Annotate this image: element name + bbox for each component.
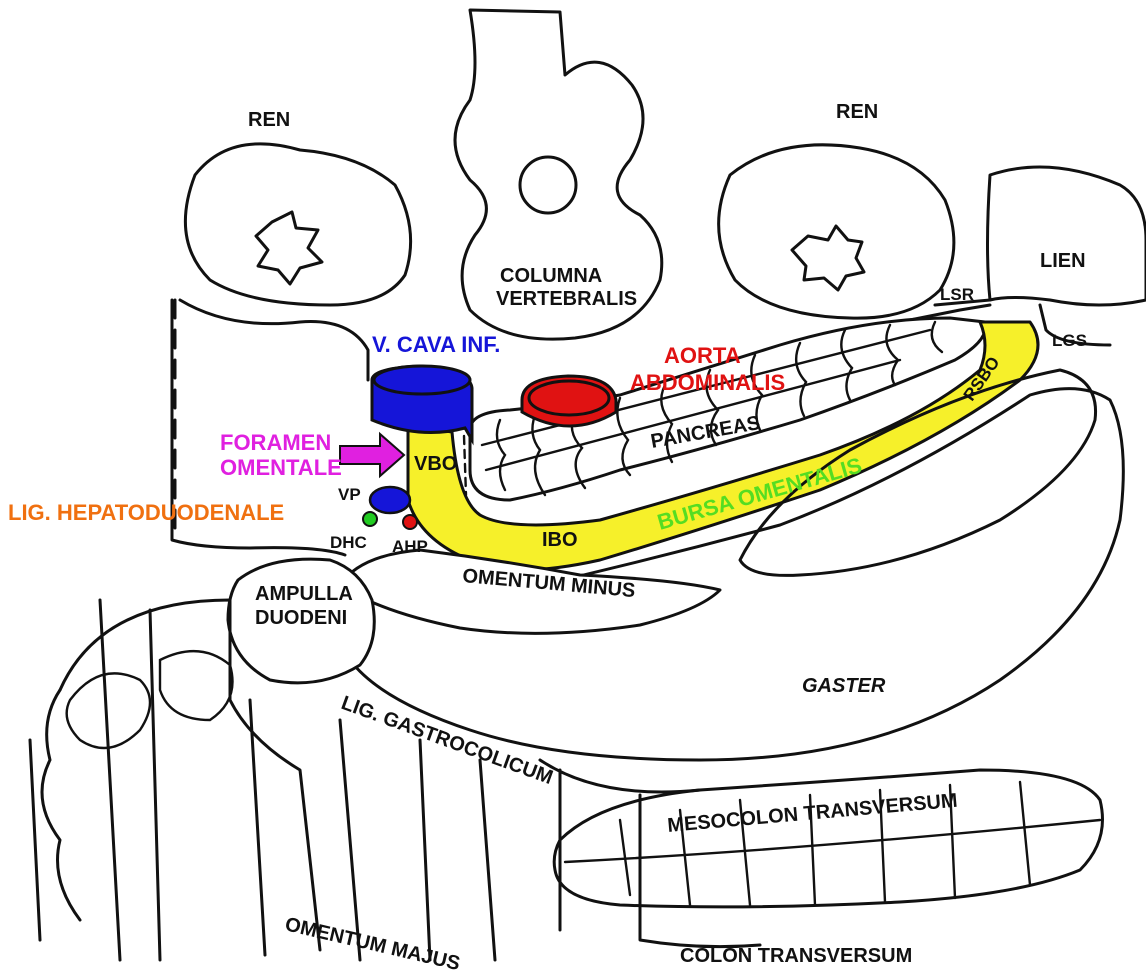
label-colon-transversum: COLON TRANSVERSUM xyxy=(680,945,912,967)
label-ibo: IBO xyxy=(542,529,578,551)
posterior-wall xyxy=(180,300,368,380)
label-ren-left: REN xyxy=(248,109,290,131)
label-ahp: AHP xyxy=(392,537,428,556)
label-foramen-2: OMENTALE xyxy=(220,455,342,480)
kidney-left xyxy=(185,144,410,305)
arteria-hepatica xyxy=(403,515,417,529)
label-omentum-majus: OMENTUM MAJUS xyxy=(283,913,462,973)
label-vbo: VBO xyxy=(414,453,457,475)
vena-portae xyxy=(370,487,410,513)
omentum-bubbles xyxy=(67,651,233,748)
label-ampulla: AMPULLA xyxy=(255,583,353,605)
label-vcava: V. CAVA INF. xyxy=(372,332,500,357)
label-ren-right: REN xyxy=(836,101,878,123)
label-vp: VP xyxy=(338,485,361,504)
ductus-hepaticus xyxy=(363,512,377,526)
label-aorta-1: AORTA xyxy=(664,343,741,368)
kidney-right xyxy=(719,145,954,318)
label-lig-hepatoduodenale: LIG. HEPATODUODENALE xyxy=(8,500,284,525)
vertebral-foramen xyxy=(520,157,576,213)
label-lgs: LGS xyxy=(1052,331,1087,350)
label-columna: COLUMNA xyxy=(500,265,602,287)
label-vertebralis: VERTEBRALIS xyxy=(496,288,637,310)
label-dhc: DHC xyxy=(330,533,367,552)
aorta-top xyxy=(529,381,609,415)
label-gaster: GASTER xyxy=(802,675,886,697)
omentum-majus-lower xyxy=(42,690,80,920)
label-aorta-2: ABDOMINALIS xyxy=(630,370,785,395)
arrow-right-icon xyxy=(340,434,404,476)
label-lien: LIEN xyxy=(1040,250,1086,272)
vbo-dash xyxy=(464,436,466,495)
vena-cava-top xyxy=(374,366,470,394)
label-foramen-1: FORAMEN xyxy=(220,430,331,455)
label-lsr: LSR xyxy=(940,285,974,304)
spleen xyxy=(988,167,1146,305)
label-duodeni: DUODENI xyxy=(255,607,347,629)
